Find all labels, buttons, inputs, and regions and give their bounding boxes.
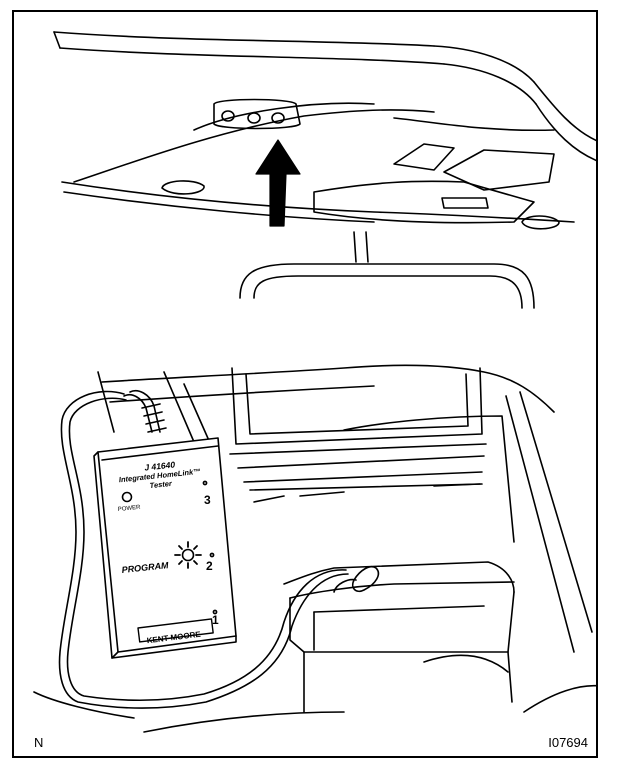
button-2-label: 2 [206, 559, 213, 573]
dashboard-view [33, 364, 596, 733]
headliner-view [53, 31, 596, 309]
button-3-label: 3 [204, 493, 211, 507]
homelink-buttons-housing [213, 98, 301, 130]
tester-part-number: J 41640 [144, 459, 176, 472]
power-led-icon [121, 491, 133, 503]
diagram-frame: J 41640 Integrated HomeLink™ Tester POWE… [12, 10, 598, 758]
homelink-button-1 [221, 110, 235, 122]
orientation-mark: N [34, 735, 44, 750]
figure-id: I07694 [548, 735, 588, 750]
program-label: PROGRAM [121, 560, 169, 575]
arrow-up-icon [255, 139, 301, 227]
program-led-icon [174, 541, 202, 569]
tester-name-2: Tester [149, 479, 173, 490]
power-label: POWER [118, 505, 142, 513]
homelink-tester [93, 437, 237, 659]
homelink-button-3 [271, 112, 285, 124]
homelink-button-2 [247, 112, 261, 124]
line-drawing: J 41640 Integrated HomeLink™ Tester POWE… [33, 31, 596, 733]
button-1-label: 1 [212, 613, 219, 627]
